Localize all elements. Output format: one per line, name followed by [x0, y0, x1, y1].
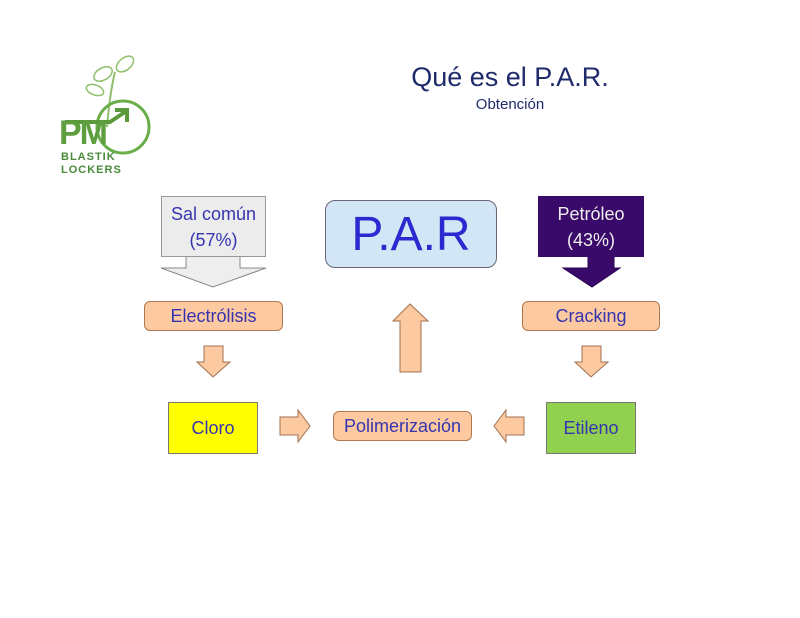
sal-comun-label: Sal común	[170, 203, 257, 224]
cloro-box: Cloro	[168, 402, 258, 454]
sal-comun-box: Sal común (57%)	[161, 196, 266, 257]
etileno-left-arrow	[493, 408, 525, 444]
slide-title: Qué es el P.A.R.	[411, 62, 609, 92]
cloro-right-arrow	[279, 408, 311, 444]
logo: PM BLASTIK LOCKERS	[55, 52, 165, 182]
cracking-box: Cracking	[522, 301, 660, 331]
etileno-box: Etileno	[546, 402, 636, 454]
petroleo-box: Petróleo (43%)	[538, 196, 644, 257]
logo-pm: PM	[59, 114, 108, 152]
logo-blastik: BLASTIK	[61, 151, 116, 163]
electrolisis-box: Electrólisis	[144, 301, 283, 331]
left-down-arrow	[195, 345, 232, 378]
petroleo-label: Petróleo	[557, 203, 625, 224]
sal-comun-percent: (57%)	[189, 229, 238, 250]
logo-plant-icon	[65, 55, 151, 155]
slide-subtitle: Obtención	[475, 96, 545, 113]
logo-lockers: LOCKERS	[61, 164, 122, 176]
petroleo-down-arrow	[561, 255, 622, 288]
right-down-arrow	[573, 345, 610, 378]
polimerizacion-box: Polimerización	[333, 411, 472, 441]
petroleo-percent: (43%)	[566, 229, 615, 250]
sal-down-arrow	[160, 255, 267, 288]
par-box: P.A.R	[325, 200, 497, 268]
up-arrow	[391, 303, 430, 373]
